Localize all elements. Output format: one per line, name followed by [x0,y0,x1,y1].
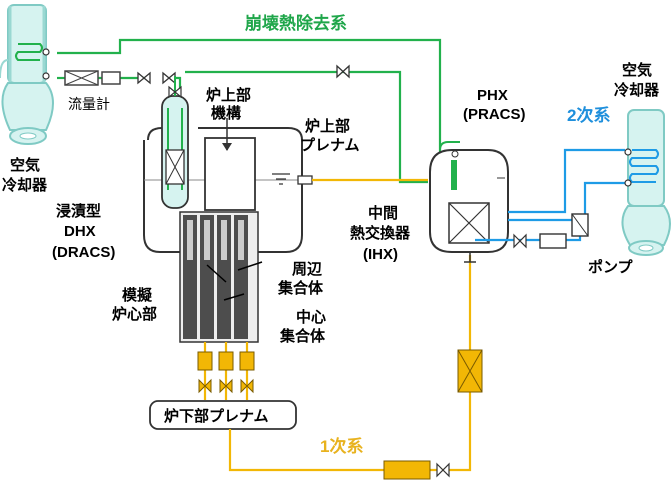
label-upper-mech-2: 機構 [211,104,241,122]
label-ihx-3: (IHX) [363,246,398,263]
dhx-immersed [161,76,189,209]
upper-mechanism [204,118,256,211]
label-phx-1: PHX [477,87,508,104]
label-central-2: 集合体 [279,327,326,345]
flowmeter-icon [64,70,121,86]
primary-loop-piping [228,178,483,480]
label-peripheral-2: 集合体 [277,279,324,297]
label-dhx-3: (DRACS) [52,244,115,261]
label-left-cooler-1: 空気 [10,156,40,174]
ihx-vessel [429,141,509,263]
lower-plenum [149,400,297,430]
label-upper-mech-1: 炉上部 [206,86,251,104]
core-inlet-piping [197,342,255,400]
label-peripheral-1: 周辺 [292,260,323,278]
label-ihx-1: 中間 [368,204,398,222]
label-core-1: 模擬 [122,286,153,304]
label-secondary-system: 2次系 [567,105,610,125]
label-central-1: 中心 [296,308,326,326]
label-pump: ポンプ [588,258,634,276]
label-ihx-2: 熱交換器 [350,224,411,242]
label-left-cooler-2: 冷却器 [2,176,48,194]
secondary-loop-piping [475,148,625,249]
label-primary-system: 1次系 [320,436,363,456]
right-air-cooler [621,109,671,256]
label-flowmeter: 流量計 [68,96,110,112]
label-decay-heat-system: 崩壊熱除去系 [245,13,347,33]
label-dhx-2: DHX [64,223,96,240]
valve-icon [137,64,350,85]
label-upper-plenum-1: 炉上部 [305,117,350,135]
left-air-cooler [0,4,54,145]
label-phx-2: (PRACS) [463,106,526,123]
label-dhx-1: 浸漬型 [56,202,101,220]
label-upper-plenum-2: プレナム [300,137,360,154]
label-right-cooler-2: 冷却器 [614,81,660,99]
label-core-2: 炉心部 [112,305,157,323]
label-lower-plenum: 炉下部プレナム [164,407,269,425]
label-right-cooler-1: 空気 [622,61,652,79]
simulated-core [179,211,263,343]
